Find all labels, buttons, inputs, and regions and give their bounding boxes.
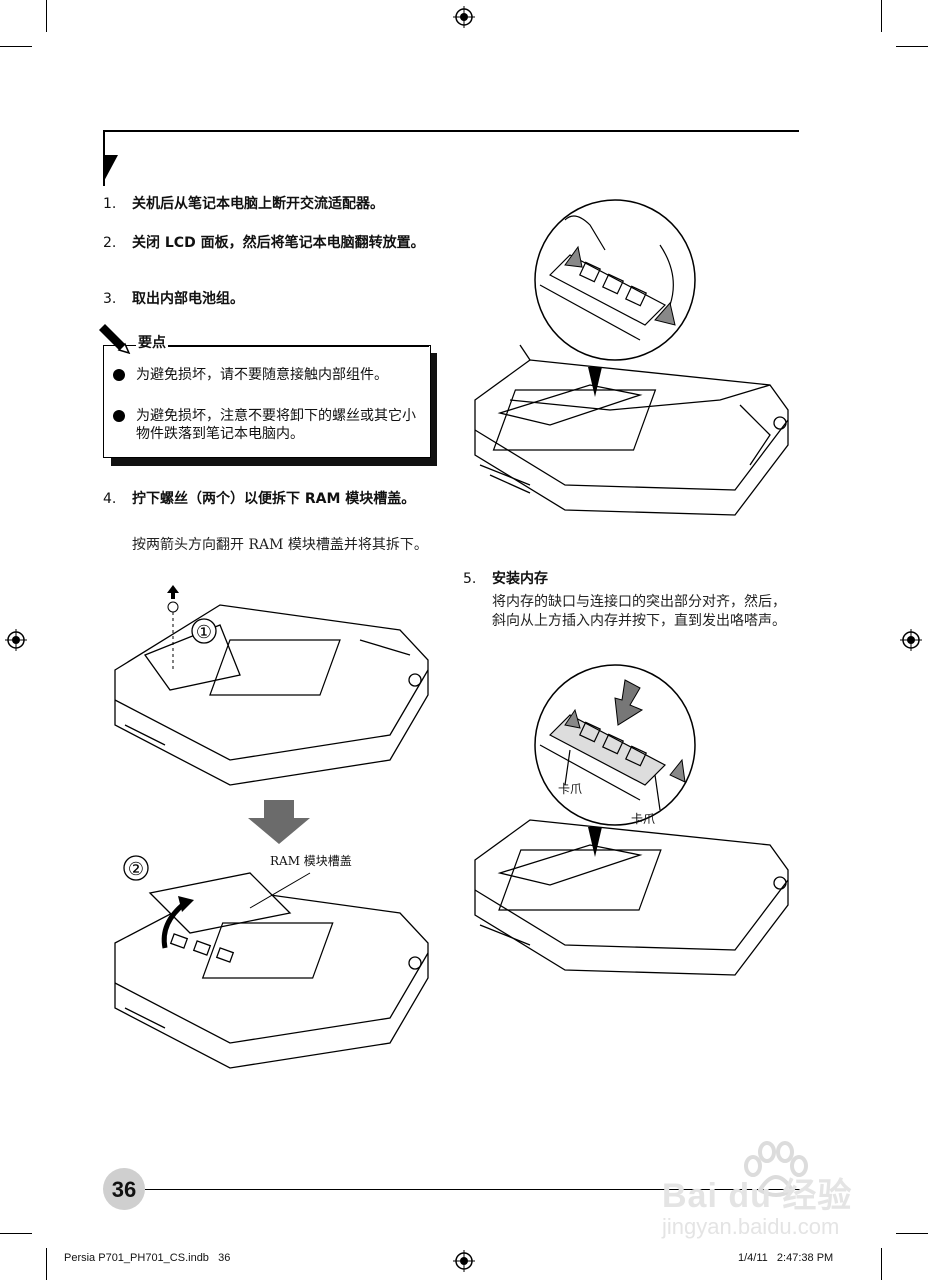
cover-label: RAM 模块槽盖 xyxy=(270,854,352,868)
pencil-icon xyxy=(99,324,131,354)
note-item: 为避免损坏，注意不要将卸下的螺丝或其它小物件跌落到笔记本电脑内。 xyxy=(136,408,416,442)
figure-remove-screws: ① xyxy=(114,585,429,786)
step-text: 关机后从笔记本电脑上断开交流适配器。 xyxy=(132,196,384,212)
note-item: 为避免损坏，请不要随意接触内部组件。 xyxy=(136,367,388,383)
page-number-badge xyxy=(103,1168,145,1210)
crop-mark xyxy=(46,1248,47,1280)
step-text: 关闭 LCD 面板，然后将笔记本电脑翻转放置。 xyxy=(132,235,425,251)
step-number: 2. xyxy=(103,235,117,251)
down-arrow-icon xyxy=(248,800,310,844)
note-box xyxy=(103,345,431,458)
crop-mark xyxy=(881,1248,882,1280)
step-number: 5. xyxy=(463,571,477,587)
registration-mark-icon xyxy=(453,6,475,28)
crop-mark xyxy=(0,46,32,47)
bullet-icon xyxy=(113,369,125,381)
registration-mark-icon xyxy=(453,1250,475,1272)
bottom-rule xyxy=(145,1189,800,1190)
crop-mark xyxy=(896,46,928,47)
note-title-rule xyxy=(168,346,429,347)
header-rule xyxy=(103,130,799,132)
step-number: 3. xyxy=(103,291,117,307)
figure-lift-cover: ② xyxy=(114,855,429,1069)
step-text: 取出内部电池组。 xyxy=(132,291,244,307)
footer-timestamp: 1/4/11 2:47:38 PM xyxy=(738,1252,834,1264)
baidu-paw-icon xyxy=(744,1141,808,1197)
watermark-brand: Bai du 经验 xyxy=(662,1177,853,1215)
marker-2: ② xyxy=(128,859,144,880)
clip-label-left: 卡爪 xyxy=(558,782,583,796)
crop-mark xyxy=(896,1233,928,1234)
crop-mark xyxy=(881,0,882,32)
footer-filename: Persia P701_PH701_CS.indb 36 xyxy=(64,1252,231,1264)
step-4-description: 按两箭头方向翻开 RAM 模块槽盖并将其拆下。 xyxy=(132,537,428,553)
step-text: 拧下螺丝（两个）以便拆下 RAM 模块槽盖。 xyxy=(132,491,416,507)
crop-mark xyxy=(0,1233,32,1234)
bullet-icon xyxy=(113,410,125,422)
step-number: 4. xyxy=(103,491,117,507)
registration-mark-icon xyxy=(900,629,922,651)
step-text: 安装内存 xyxy=(492,571,548,587)
page-number: 36 xyxy=(111,1177,137,1202)
note-title: 要点 xyxy=(136,332,168,352)
figure-memory-removal xyxy=(474,199,789,516)
header-flag xyxy=(103,155,118,183)
clip-label-right: 卡爪 xyxy=(631,812,656,826)
marker-1: ① xyxy=(196,622,212,643)
step-5-description: 将内存的缺口与连接口的突出部分对齐，然后，斜向从上方插入内存并按下，直到发出咯嗒… xyxy=(492,594,786,629)
step-number: 1. xyxy=(103,196,117,212)
registration-mark-icon xyxy=(5,629,27,651)
watermark-url: jingyan.baidu.com xyxy=(662,1214,840,1239)
figure-memory-install xyxy=(474,664,789,976)
crop-mark xyxy=(46,0,47,32)
